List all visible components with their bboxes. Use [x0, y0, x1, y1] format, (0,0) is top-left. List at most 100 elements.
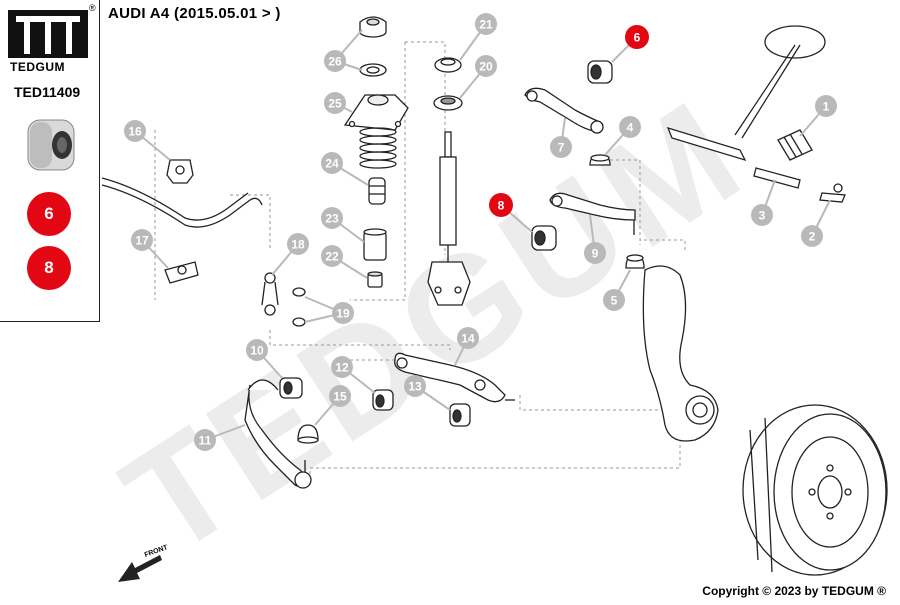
link-bushings-19 — [292, 287, 306, 327]
callout-16: 16 — [124, 120, 146, 142]
callout-number-3: 3 — [759, 209, 766, 223]
bump-stop-24b — [368, 177, 386, 205]
upper-control-arm-9 — [549, 192, 636, 235]
callout-circle-24 — [321, 152, 343, 174]
callout-circle-18 — [287, 233, 309, 255]
tedgum-logo — [8, 10, 88, 58]
callout-number-8: 8 — [498, 199, 505, 213]
callout-19: 19 — [332, 302, 354, 324]
callout-15: 15 — [329, 385, 351, 407]
callout-23: 23 — [321, 207, 343, 229]
steering-wheel-column — [666, 25, 826, 162]
callout-9: 9 — [584, 242, 606, 264]
callout-circle-20 — [475, 55, 497, 77]
highlight-badge: 8 — [27, 246, 71, 290]
copyright-text: Copyright © 2023 by TEDGUM ® — [702, 584, 886, 598]
lower-control-arm-14 — [394, 352, 515, 403]
strut-top-plate-25 — [343, 94, 409, 131]
callout-11: 11 — [194, 429, 216, 451]
callout-circle-7 — [550, 136, 572, 158]
callout-1: 1 — [815, 95, 837, 117]
callout-circle-19 — [332, 302, 354, 324]
bushing-22 — [367, 271, 383, 288]
highlight-badge: 6 — [27, 192, 71, 236]
callout-number-14: 14 — [461, 332, 475, 346]
callout-number-1: 1 — [823, 100, 830, 114]
boot-4 — [589, 154, 611, 166]
callout-circle-4 — [619, 116, 641, 138]
callout-26: 26 — [324, 50, 346, 72]
callout-2: 2 — [801, 225, 823, 247]
callout-12: 12 — [331, 356, 353, 378]
callout-number-12: 12 — [335, 361, 349, 375]
callout-number-5: 5 — [611, 294, 618, 308]
callout-number-4: 4 — [627, 121, 634, 135]
callout-18: 18 — [287, 233, 309, 255]
callout-5: 5 — [603, 289, 625, 311]
front-arrow-icon — [118, 555, 162, 582]
callout-3: 3 — [751, 204, 773, 226]
registered-mark: ® — [89, 3, 96, 13]
brand-name: TEDGUM — [10, 60, 65, 74]
callout-14: 14 — [457, 327, 479, 349]
callout-circle-5 — [603, 289, 625, 311]
bearing-ring-26b — [359, 63, 387, 77]
callout-number-10: 10 — [250, 344, 264, 358]
upper-control-arm-7 — [524, 87, 604, 134]
boot-5 — [625, 254, 645, 269]
spring-seat-20 — [433, 95, 463, 111]
callout-number-23: 23 — [325, 212, 339, 226]
callout-circle-26 — [324, 50, 346, 72]
bushing-10 — [279, 377, 303, 399]
callout-number-13: 13 — [408, 380, 422, 394]
callout-circle-17 — [131, 229, 153, 251]
shock-absorber — [427, 131, 471, 306]
coil-spring-24 — [359, 127, 397, 169]
dust-cover-23 — [363, 228, 387, 261]
callout-number-21: 21 — [479, 18, 493, 32]
callout-circle-9 — [584, 242, 606, 264]
sidebar-panel: TEDGUM ® TED11409 6 8 — [0, 0, 100, 322]
callout-number-24: 24 — [325, 157, 339, 171]
callout-circle-13 — [404, 375, 426, 397]
callout-circle-23 — [321, 207, 343, 229]
callout-number-22: 22 — [325, 250, 339, 264]
callout-24: 24 — [321, 152, 343, 174]
dust-boot-15 — [297, 424, 319, 444]
callout-number-16: 16 — [128, 125, 142, 139]
callout-number-2: 2 — [809, 230, 816, 244]
callout-number-11: 11 — [199, 434, 212, 448]
callout-7: 7 — [550, 136, 572, 158]
callout-number-6: 6 — [634, 31, 641, 45]
callout-circle-2 — [801, 225, 823, 247]
callout-number-18: 18 — [291, 238, 305, 252]
bushing-8 — [531, 225, 557, 251]
callout-21: 21 — [475, 13, 497, 35]
spring-seat-21 — [434, 57, 462, 73]
callout-circle-6 — [625, 25, 649, 49]
callout-circle-12 — [331, 356, 353, 378]
bushing-12 — [372, 389, 394, 411]
callout-4: 4 — [619, 116, 641, 138]
steering-knuckle — [642, 265, 719, 442]
bushing-thumbnail — [27, 119, 75, 171]
callout-number-26: 26 — [328, 55, 342, 69]
bushing-13 — [449, 403, 471, 427]
callout-circle-15 — [329, 385, 351, 407]
callout-8: 8 — [489, 193, 513, 217]
upper-strut-mount-26 — [359, 16, 387, 38]
wheel-tire — [742, 404, 888, 576]
callout-22: 22 — [321, 245, 343, 267]
part-code: TED11409 — [14, 84, 81, 100]
stabilizer-bushing-16 — [166, 159, 194, 184]
steering-boot-1 — [777, 129, 813, 161]
callout-number-17: 17 — [135, 234, 149, 248]
stabilizer-link-18 — [261, 272, 279, 316]
callout-number-19: 19 — [336, 307, 350, 321]
callout-number-9: 9 — [592, 247, 599, 261]
callout-circle-16 — [124, 120, 146, 142]
callout-circle-11 — [194, 429, 216, 451]
callout-circle-8 — [489, 193, 513, 217]
